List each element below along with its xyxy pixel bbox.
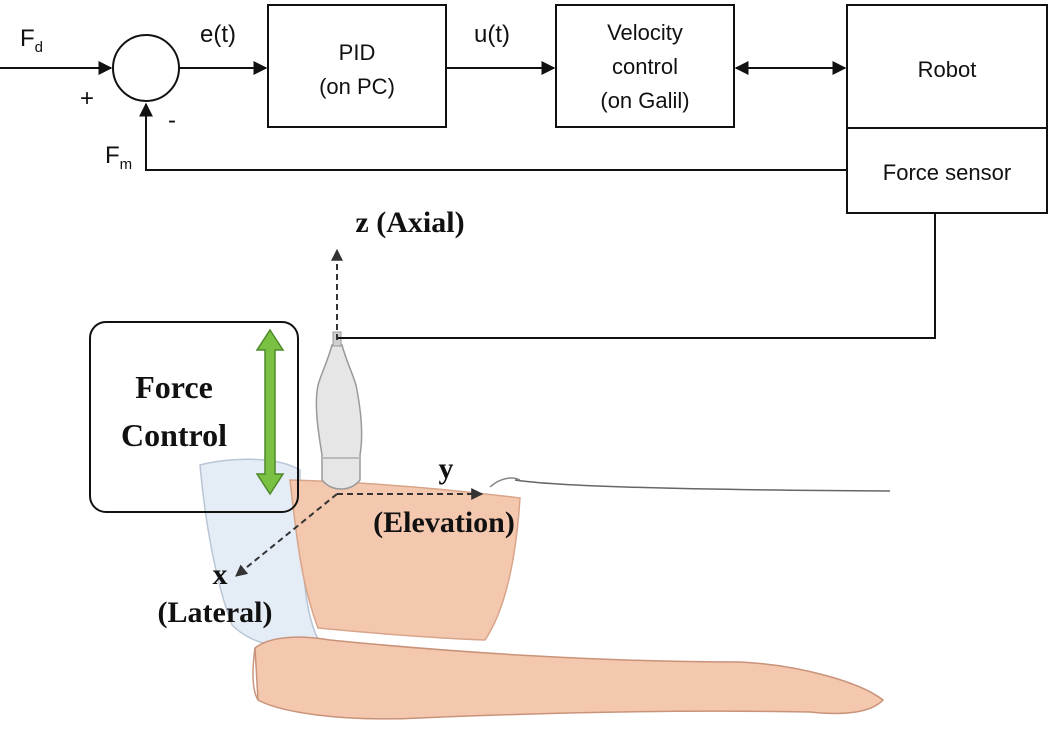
force-direction-icon [255,328,285,496]
force-control-box: Force Control [89,321,299,513]
torso-skin [289,479,521,641]
minus-sign: - [168,107,176,134]
x-axis-name: (Lateral) [158,596,273,629]
block-diagram: PID (on PC) Velocity control (on Galil) … [0,4,1048,339]
velocity-label-line1: Velocity [607,20,683,45]
probe-body [315,344,363,490]
z-axis-label: z (Axial) [355,206,464,239]
ultrasound-probe [315,331,363,490]
robot-block [846,4,1048,214]
error-label: e(t) [200,21,236,48]
y-axis-name: (Elevation) [373,506,515,539]
control-label: u(t) [474,21,510,48]
probe-axes: z (Axial) y (Elevation) x (Lateral) [158,206,515,629]
arm [254,636,885,720]
pid-label-line1: PID [339,40,376,65]
force-sensor-label: Force sensor [883,160,1011,185]
pid-block [267,4,447,128]
feedback-arrow [139,102,847,171]
x-axis-arrow [235,493,338,577]
velocity-block [555,4,735,128]
plus-sign: + [80,85,94,112]
robot-label: Robot [918,57,977,82]
fm-label: Fm [105,142,132,173]
fd-label: Fd [20,25,43,56]
y-axis-label: y [439,452,454,485]
force-control-label-line2: Control [121,417,227,453]
x-axis-label: x [213,558,228,591]
summing-junction [112,34,180,102]
body-outline [514,479,891,492]
velocity-label-line2: control [612,54,678,79]
force-control-frame [89,321,299,513]
velocity-label-line3: (on Galil) [600,88,689,113]
sensor-cable [337,213,936,339]
pid-label-line2: (on PC) [319,74,395,99]
patient-illustration [199,458,891,720]
force-control-label-line1: Force [135,369,213,405]
shoulder-outline [489,477,521,488]
sleeve-edge [252,647,259,701]
